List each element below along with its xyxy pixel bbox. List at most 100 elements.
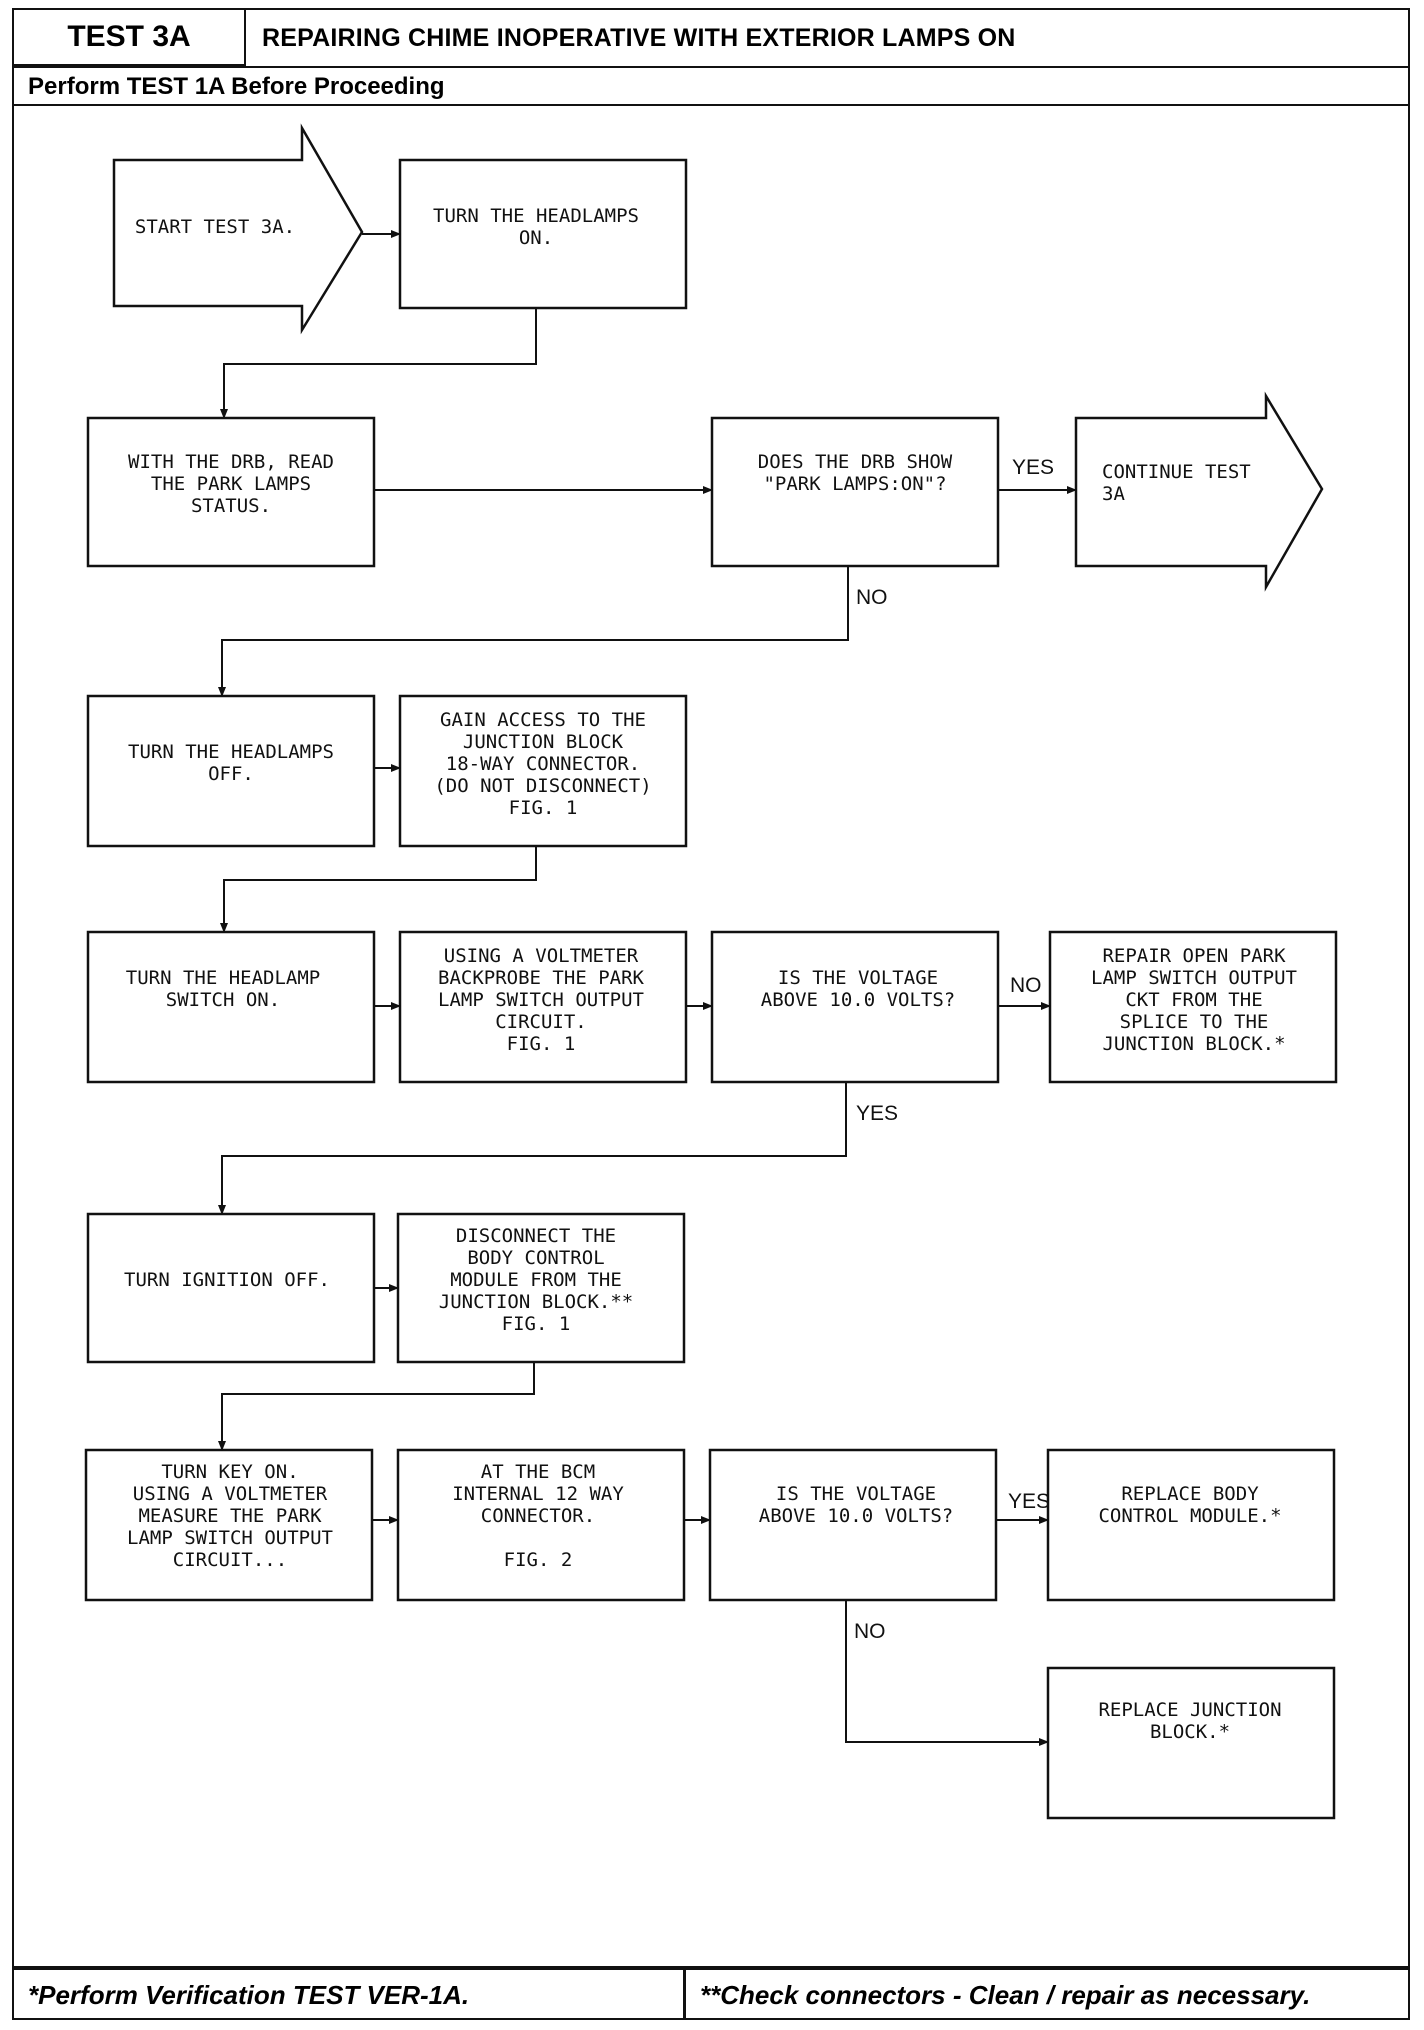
backprobe-box [398,930,688,1084]
box-text-line: OFF. [208,763,254,785]
box-text-line: IS THE VOLTAGE [776,1483,936,1505]
box-text-line: GAIN ACCESS TO THE [440,709,646,731]
connector-gain-to-switch [220,846,537,933]
box-text-line: LAMP SWITCH OUTPUT [127,1527,333,1549]
label-yes-voltage1: YES [856,1102,898,1125]
box-text-line: CONNECTOR. [481,1505,595,1527]
box-text-line: CONTROL MODULE.* [1098,1505,1281,1527]
box-text-line: FIG. 1 [509,797,578,819]
box-text-line: FIG. 1 [507,1033,576,1055]
box-text-line: AT THE BCM [481,1461,595,1483]
box-text-line: START TEST 3A. [135,216,295,238]
box-text-line: CIRCUIT. [495,1011,587,1033]
box-text-line: USING A VOLTMETER [444,945,639,967]
footer-divider [14,1966,1408,1970]
headlamps-off-box [86,694,376,848]
box-text-line: REPAIR OPEN PARK [1102,945,1286,967]
connector-voltage2-no [845,1600,1049,1746]
connector-disconnect-to-keyon [218,1362,535,1451]
box-text-line: JUNCTION BLOCK.* [1102,1033,1285,1055]
box-text-line: "PARK LAMPS:ON"? [763,473,946,495]
box-text-line: BLOCK.* [1150,1721,1230,1743]
box-text-line: (DO NOT DISCONNECT) [434,775,651,797]
box-text-line: BACKPROBE THE PARK [438,967,644,989]
box-text-line: REPLACE JUNCTION [1098,1699,1281,1721]
label-yes-voltage2: YES [1008,1490,1050,1513]
box-text-line: BODY CONTROL [467,1247,604,1269]
ignition-off-box [86,1212,376,1364]
box-text-line: ON. [519,227,553,249]
box-text-line: DISCONNECT THE [456,1225,616,1247]
box-text-line: ABOVE 10.0 VOLTS? [761,989,955,1011]
voltage1-box [710,930,1000,1084]
box-text-line: FIG. 1 [502,1313,571,1335]
disconnect-bcm-box [396,1212,686,1364]
label-no-voltage2: NO [854,1620,886,1643]
replace-bcm-box [1046,1448,1336,1602]
box-text-line: MEASURE THE PARK [138,1505,322,1527]
box-text-line: 18-WAY CONNECTOR. [446,753,640,775]
footer-separator [683,1966,686,2018]
label-no-drb: NO [856,586,888,609]
box-text-line: 3A [1102,483,1125,505]
drb-show-text: DOES THE DRB SHOW"PARK LAMPS:ON"? [758,451,953,495]
box-text-line: INTERNAL 12 WAY [452,1483,624,1505]
box-text-line: JUNCTION BLOCK [463,731,624,753]
start-text: START TEST 3A. [135,216,295,238]
box-text-line: CKT FROM THE [1125,989,1262,1011]
voltage2-box [708,1448,998,1602]
repair-open-box [1048,930,1338,1084]
box-text-line: WITH THE DRB, READ [128,451,334,473]
box-text-line: FIG. 2 [504,1549,573,1571]
bcm-connector-box [396,1448,686,1602]
box-text-line: TURN THE HEADLAMPS [433,205,639,227]
box-text-line: SWITCH ON. [166,989,280,1011]
prerequisite-note: Perform TEST 1A Before Proceeding [28,73,445,100]
box-text-line: THE PARK LAMPS [151,473,311,495]
box-text-line: TURN IGNITION OFF. [124,1269,330,1291]
box-text-line: LAMP SWITCH OUTPUT [1091,967,1297,989]
box-text-line: CONTINUE TEST [1102,461,1251,483]
key-on-box [84,1448,374,1602]
page-title: REPAIRING CHIME INOPERATIVE WITH EXTERIO… [262,24,1016,52]
footnote-connectors: **Check connectors - Clean / repair as n… [700,1980,1311,2010]
box-text-line: TURN THE HEADLAMPS [128,741,334,763]
continue-arrow-shape [1074,391,1324,592]
page-frame [12,8,1410,2020]
label-yes-drb: YES [1012,456,1054,479]
connector-headlamps-to-read [220,308,537,419]
test-id: TEST 3A [14,10,246,66]
box-text-line: TURN KEY ON. [161,1461,298,1483]
box-text-line: ABOVE 10.0 VOLTS? [759,1505,953,1527]
box-text-line: USING A VOLTMETER [133,1483,328,1505]
header-divider [14,66,1408,68]
box-text-line: JUNCTION BLOCK.** [439,1291,633,1313]
switch-on-box [86,930,376,1084]
footnote-verification: *Perform Verification TEST VER-1A. [28,1980,470,2010]
box-text-line: SPLICE TO THE [1120,1011,1269,1033]
box-text-line: IS THE VOLTAGE [778,967,938,989]
start-arrow-shape [112,123,364,335]
label-no-voltage1: NO [1010,974,1042,997]
box-text-line: LAMP SWITCH OUTPUT [438,989,644,1011]
read-park-box [86,416,376,568]
ignition-off-text: TURN IGNITION OFF. [124,1269,330,1291]
box-text-line: MODULE FROM THE [450,1269,622,1291]
box-text-line: DOES THE DRB SHOW [758,451,953,473]
gain-access-box [398,694,688,848]
connector-voltage1-yes [218,1082,847,1215]
